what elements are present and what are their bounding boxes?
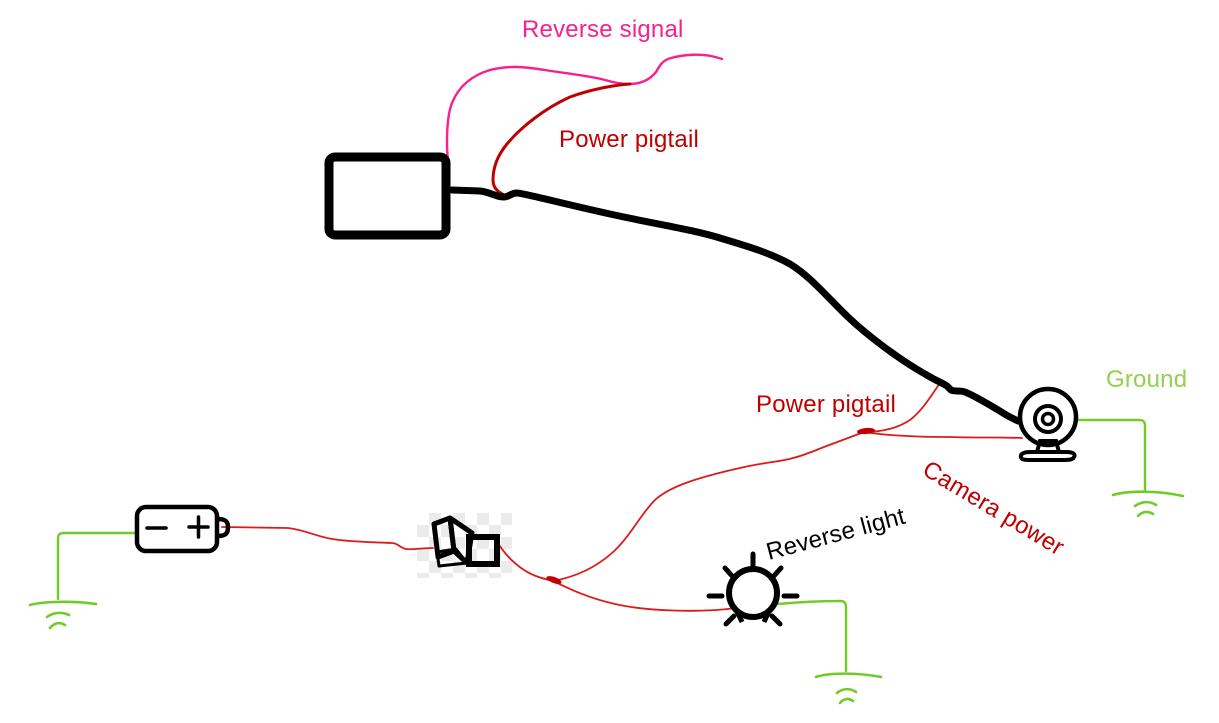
ground-symbol-left [28, 600, 98, 630]
ground-symbol-right [1111, 490, 1185, 518]
ground-symbol-bottom [814, 672, 883, 705]
battery-plus-sign [187, 515, 210, 539]
power-pigtail-top-wire [491, 82, 632, 198]
battery-icon [134, 504, 231, 554]
bulb-icon [706, 551, 800, 627]
relay-to-junction-wire [497, 542, 554, 582]
junction-blob [857, 427, 875, 435]
camera-icon [1017, 386, 1079, 462]
camera-ground-wire [1075, 418, 1147, 493]
camera-cable [448, 186, 1022, 425]
junction-to-bulb-wire [552, 580, 737, 612]
junction-blob [546, 576, 562, 584]
battery-to-relay-wire [221, 526, 434, 551]
power-pigtail-branch-wire [552, 382, 941, 582]
power-pigtail-mid-label: Power pigtail [756, 391, 897, 418]
power-pigtail-top-label: Power pigtail [559, 126, 700, 153]
bulb-ground-wire [776, 599, 848, 673]
camera-power-wire [863, 431, 1023, 439]
monitor-icon [324, 152, 451, 240]
ground-label: Ground [1106, 366, 1188, 393]
bulb-rays [706, 551, 800, 627]
battery-ground-wire [56, 531, 137, 601]
relay-icon [431, 515, 500, 568]
reverse-signal-wire [445, 53, 724, 170]
reverse-signal-label: Reverse signal [522, 16, 684, 43]
